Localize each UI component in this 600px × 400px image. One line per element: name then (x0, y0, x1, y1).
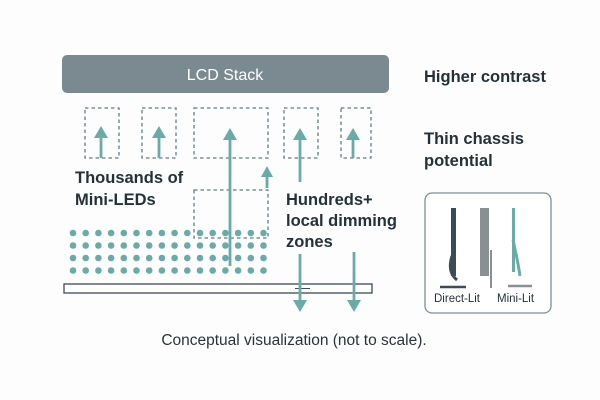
mini-led-dot (133, 254, 140, 262)
mini-led-dot (82, 242, 89, 249)
mini-led-dot (171, 229, 178, 237)
mini-led-dot (158, 254, 166, 262)
benefit-thin-chassis-line1: Thin chassis (424, 130, 524, 148)
mini-led-dot (247, 229, 255, 237)
direct-lit-monitor-icon (440, 208, 466, 289)
arrow-up (261, 166, 273, 188)
zones-label-line3: zones (286, 233, 333, 251)
mini-led-dot (133, 229, 140, 237)
mini-led-dot (234, 267, 242, 274)
mini-led-dot (120, 242, 128, 249)
lcd-stack-bar (62, 55, 389, 93)
dimming-zone (340, 107, 372, 159)
mini-led-dot (133, 242, 140, 249)
mini-led-dot (69, 267, 77, 274)
mini-led-dot (158, 229, 166, 237)
mini-led-dot (209, 229, 216, 237)
mini-led-dot (222, 267, 229, 274)
mini-led-dot (145, 242, 153, 249)
mini-led-dot (107, 254, 115, 262)
benefit-higher-contrast: Higher contrast (424, 68, 546, 86)
direct-lit-label: Direct-Lit (434, 293, 481, 305)
zones-label-line1: Hundreds+ (286, 191, 373, 209)
mini-led-dot (145, 267, 153, 274)
arrow-up (152, 126, 166, 158)
mini-lit-monitor-icon (508, 208, 532, 288)
arrow-up (346, 128, 360, 158)
mini-led-dot (184, 267, 191, 274)
mini-led-dot (234, 229, 242, 237)
mini-led-dot (107, 229, 115, 237)
mini-led-dot (184, 242, 191, 249)
mini-led-dot (69, 229, 77, 237)
mini-led-dot (171, 254, 178, 262)
mini-led-dot (234, 254, 242, 262)
mini-led-dot (145, 254, 153, 262)
mini-led-dot (120, 267, 128, 274)
mini-led-dot (184, 254, 191, 262)
mini-led-grid (69, 229, 267, 274)
thick-panel-icon (480, 208, 492, 288)
mini-led-dot (95, 229, 102, 237)
mini-led-dot (234, 242, 242, 249)
mini-led-dot (196, 229, 204, 237)
mini-led-dot (196, 242, 204, 249)
mini-led-dot (196, 267, 204, 274)
mini-led-dot (171, 242, 178, 249)
mini-led-dot (222, 229, 229, 237)
mini-led-dot (82, 267, 89, 274)
mini-led-dot (145, 229, 153, 237)
mini-led-dot (260, 254, 267, 262)
arrow-down (293, 254, 307, 312)
mini-led-dot (95, 242, 102, 249)
backplane-bar (63, 283, 373, 294)
lcd-stack-label: LCD Stack (187, 67, 264, 84)
mini-led-dot (120, 229, 128, 237)
benefit-thin-chassis-line2: potential (424, 152, 493, 170)
dimming-zones (84, 107, 372, 239)
arrow-up (94, 126, 108, 158)
mini-led-dot (95, 267, 102, 274)
mini-led-dot (222, 254, 229, 262)
mini-led-dot (222, 242, 229, 249)
mini-led-dot (196, 254, 204, 262)
mini-led-dot (158, 242, 166, 249)
mini-led-dot (171, 267, 178, 274)
mini-led-dot (133, 267, 140, 274)
mini-led-dot (209, 267, 216, 274)
mini-led-dot (69, 242, 77, 249)
mini-led-dot (95, 254, 102, 262)
mini-leds-label-line2: Mini-LEDs (75, 191, 156, 209)
mini-led-dot (107, 242, 115, 249)
arrow-up (293, 128, 307, 182)
dimming-zone (193, 107, 269, 159)
mini-led-dot (260, 242, 267, 249)
arrow-down (347, 252, 361, 312)
arrow-up (223, 128, 237, 266)
mini-led-dot (120, 254, 128, 262)
mini-lit-label: Mini-Lit (497, 293, 535, 305)
mini-led-dot (260, 229, 267, 237)
downward-arrows (293, 252, 361, 312)
mini-led-dot (107, 267, 115, 274)
mini-led-dot (247, 254, 255, 262)
mini-led-dot (247, 267, 255, 274)
mini-led-dot (247, 242, 255, 249)
upward-arrows (94, 126, 360, 266)
mini-led-dot (184, 229, 191, 237)
caption: Conceptual visualization (not to scale). (161, 332, 426, 349)
mini-led-dot (82, 254, 89, 262)
zones-label-line2: local dimming (286, 212, 397, 230)
mini-led-dot (82, 229, 89, 237)
mini-led-dot (209, 242, 216, 249)
mini-led-dot (158, 267, 166, 274)
mini-led-dot (69, 254, 77, 262)
mini-led-dot (260, 267, 267, 274)
mini-led-dot (209, 254, 216, 262)
mini-leds-label-line1: Thousands of (75, 169, 184, 187)
